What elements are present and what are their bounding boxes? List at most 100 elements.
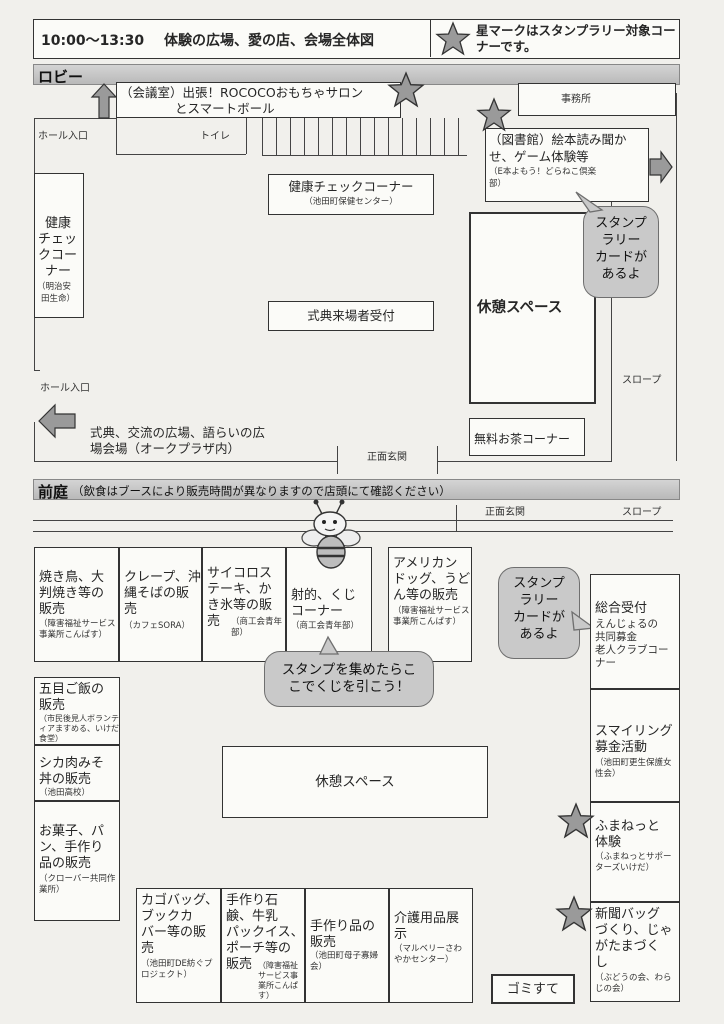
booth-line: ブックカ xyxy=(141,909,194,924)
health-center-title: 健康チェックコーナー xyxy=(288,179,414,194)
main-entrance-garden: 正面玄関 xyxy=(485,507,525,518)
bubble-line: ラリー xyxy=(519,593,559,608)
booth-line: 五目ご飯の xyxy=(39,682,105,697)
booth-reception: 総合受付 えんじょるの 共同募金 老人クラブコー ナー xyxy=(590,574,680,689)
booth-crepe: クレープ、沖 縄そばの販 売 （カフェSORA） xyxy=(119,547,202,662)
booth-line: し xyxy=(595,955,609,970)
wall xyxy=(34,370,40,372)
booth-line: 丼の販売 xyxy=(39,772,92,787)
booth-line: 販売 xyxy=(39,602,66,617)
header-divider xyxy=(430,20,432,57)
booth-line: コーナー xyxy=(291,604,344,619)
office-box: 事務所 xyxy=(518,83,676,116)
booth-shikaniku: シカ肉みそ 丼の販売 （池田高校） xyxy=(34,745,120,801)
booth-line: ドッグ、うど xyxy=(393,572,471,587)
bubble-line: ラリー xyxy=(601,233,641,248)
wall xyxy=(116,118,118,154)
free-tea-label: 無料お茶コーナー xyxy=(474,432,571,446)
booth-line: パックイス、 xyxy=(226,925,304,940)
wall xyxy=(116,154,246,156)
booth-steak: サイコロス テーキ、か き氷等の販 売 （商工会青年部） xyxy=(202,547,286,662)
booth-line: 売 xyxy=(141,941,155,956)
bubble-tail xyxy=(571,610,596,631)
star-icon xyxy=(387,71,425,108)
lottery-bubble: スタンプを集めたらこ こでくじを引こう！ xyxy=(264,651,434,707)
booth-line: えんじょるの xyxy=(595,618,658,630)
slope-label-lobby: スロープ xyxy=(622,375,662,386)
bubble-line: スタンプを集めたらこ xyxy=(281,662,417,678)
booth-line: クレープ、沖 xyxy=(124,570,201,585)
ceremony-reception-label: 式典来場者受付 xyxy=(307,308,395,323)
wall xyxy=(337,446,339,474)
bubble-tail xyxy=(575,191,604,213)
bubble-line: カードが xyxy=(594,250,647,265)
booth-line: 手作り品の xyxy=(310,919,376,934)
booth-line: 射的、くじ xyxy=(291,588,357,603)
booth-line: 販売 xyxy=(310,935,337,950)
booth-line: アメリカン xyxy=(393,556,458,571)
arrow-up-icon xyxy=(90,83,118,119)
lobby-rest-space-label: 休憩スペース xyxy=(477,300,563,316)
bubble-line: スタンプ xyxy=(513,576,565,591)
health-center-sub: （池田町保健センター） xyxy=(304,197,398,207)
star-icon xyxy=(555,895,593,932)
booth-newspaper: 新聞バッグ づくり、じゃ がたまづく し （ぶどうの会、わらじの会） xyxy=(590,902,680,1002)
wall xyxy=(33,520,673,522)
booth-sub: （ぶどうの会、わらじの会） xyxy=(595,973,672,994)
booth-line: 鹸、牛乳 xyxy=(226,909,279,924)
wall xyxy=(611,198,613,462)
booth-line: お菓子、パ xyxy=(39,824,105,839)
booth-sub: （クローバー共同作業所） xyxy=(39,874,116,895)
garden-rest-space-label: 休憩スペース xyxy=(315,774,395,790)
trash-label: ゴミすて xyxy=(506,982,560,997)
booth-sub: （カフェSORA） xyxy=(124,621,190,631)
booth-line: ン、手作り xyxy=(39,840,104,855)
wall xyxy=(34,461,337,463)
header-time: 10:00〜13:30 xyxy=(41,33,145,49)
booth-line: 新聞バッグ xyxy=(595,907,661,922)
booth-line: 縄そばの販 xyxy=(124,586,190,601)
booth-sub: （池田町DE紡ぐプロジェクト） xyxy=(141,959,213,980)
booth-line: 老人クラブコー xyxy=(595,644,669,656)
wall xyxy=(34,422,36,462)
booth-sub: （ふまねっとサポーターズいけだ） xyxy=(595,852,672,873)
wall xyxy=(437,461,612,463)
ceremony-plaza-line2: 場会場（オークプラザ内） xyxy=(90,441,241,456)
booth-sub: （商工会青年部） xyxy=(231,617,283,638)
booth-line: き氷等の販 xyxy=(207,598,273,613)
garden-banner: 前庭 （飲食はブースにより販売時間が異なりますので店頭にて確認ください） xyxy=(33,479,680,501)
bubble-line: スタンプ xyxy=(595,216,647,231)
booth-yakitori: 焼き鳥、大 判焼き等の 販売 （障害福祉サービス事業所こんぱす） xyxy=(34,547,119,662)
booth-line: 募金活動 xyxy=(595,740,648,755)
library-sub1: （E本よもう！どらねこ倶楽 xyxy=(489,167,597,177)
booth-sub: （障害福祉サービス事業所こんぱす） xyxy=(393,606,470,627)
ceremony-plaza-line1: 式典、交流の広場、語らいの広 xyxy=(90,425,266,440)
trash-corner: ゴミすて xyxy=(491,974,575,1004)
booth-smile: スマイリング 募金活動 （池田町更生保護女性会） xyxy=(590,689,680,802)
hall-entrance-top-label: ホール入口 xyxy=(38,131,88,142)
stamp-rally-bubble-garden: スタンプ ラリー カードが あるよ xyxy=(498,567,580,659)
booth-gomoku: 五目ご飯の 販売 （市民後見人ボランティアますめる、いけだ食堂） xyxy=(34,677,120,745)
library-corner: （図書館）絵本読み聞か せ、ゲーム体験等 （E本よもう！どらねこ倶楽 部） xyxy=(485,128,649,202)
hall-entrance-bottom-label: ホール入口 xyxy=(40,383,90,394)
wall xyxy=(676,93,678,461)
health-left-line: ナー xyxy=(45,264,72,279)
booth-line: 売 xyxy=(124,602,138,617)
booth-soap: 手作り石 鹸、牛乳 パックイス、 ポーチ等の 販売 （障害福祉サービス事業所こん… xyxy=(221,888,305,1003)
bubble-line: あるよ xyxy=(519,627,559,642)
wall xyxy=(34,118,116,120)
booth-line: サイコロス xyxy=(207,566,273,581)
header-areas: 体験の広場、愛の店、会場全体図 xyxy=(164,33,374,49)
health-left-line: クコー xyxy=(38,248,78,263)
booth-sub: （障害福祉サービス事業所こんぱす） xyxy=(258,961,298,1000)
star-icon xyxy=(557,802,595,839)
health-left-sub: 田生命） xyxy=(41,294,76,304)
booth-line: バー等の販 xyxy=(141,925,207,940)
rococo-line1: （会議室）出張！ROCOCOおもちゃサロン xyxy=(120,85,364,100)
booth-line: 焼き鳥、大 xyxy=(39,570,105,585)
garden-title: 前庭 xyxy=(38,483,69,501)
main-entrance-lobby: 正面玄関 xyxy=(367,452,407,463)
booth-line: 品の販売 xyxy=(39,856,92,871)
booth-line: 販売 xyxy=(39,698,66,713)
booth-okashi: お菓子、パ ン、手作り 品の販売 （クローバー共同作業所） xyxy=(34,801,120,921)
